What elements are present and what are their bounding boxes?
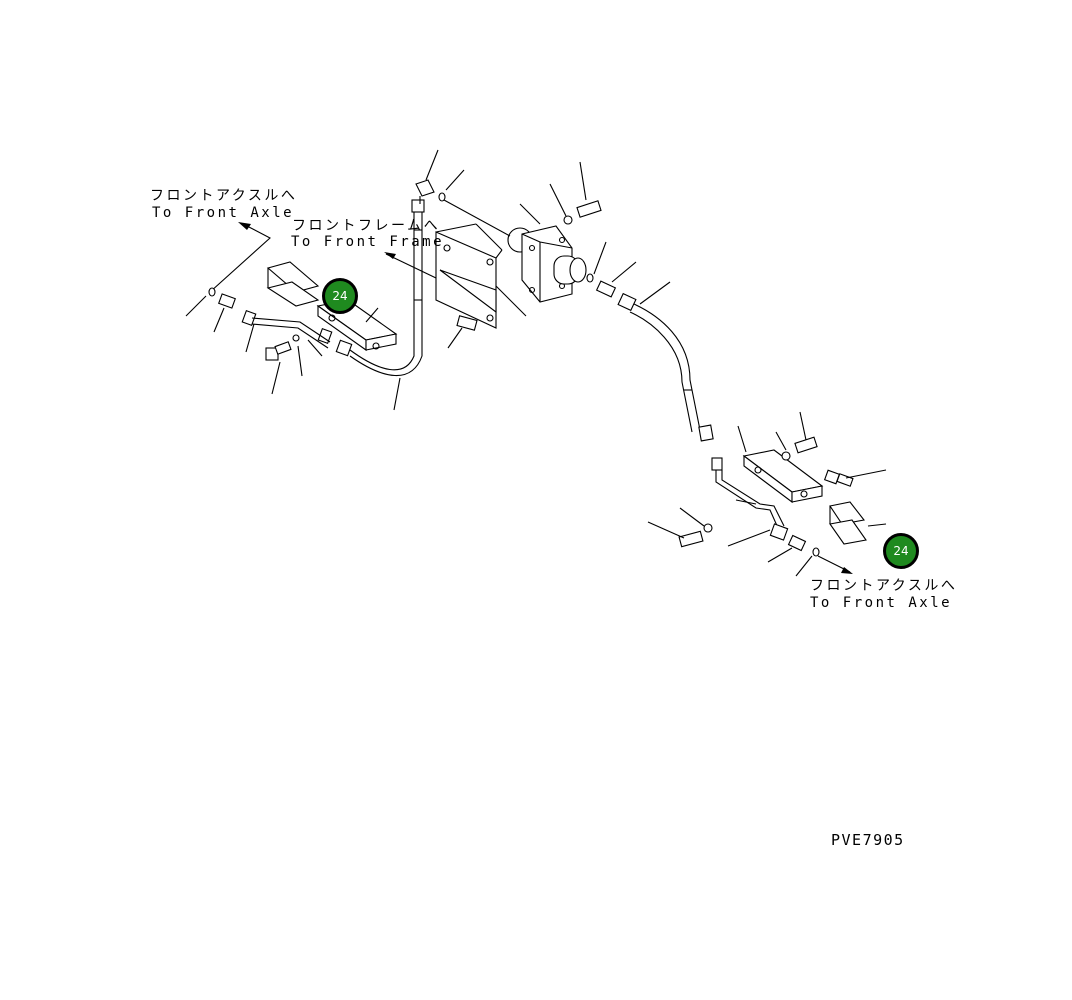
left-hose xyxy=(349,199,425,377)
right-fittings xyxy=(781,436,854,557)
right-mounting-plate xyxy=(742,449,824,504)
callout-badge-24-left[interactable]: 24 xyxy=(322,278,358,314)
drawing-code: PVE7905 xyxy=(831,831,905,849)
left-fittings xyxy=(208,287,353,361)
arrow-front-axle-right xyxy=(817,555,853,574)
label-front-axle-left-jp: フロントアクスルへ xyxy=(150,188,298,204)
right-tube xyxy=(678,457,789,548)
valve-mounting-bracket xyxy=(435,223,503,329)
label-front-axle-left-en: To Front Axle xyxy=(152,205,295,221)
valve-body xyxy=(443,199,587,303)
arrow-front-frame xyxy=(384,252,437,279)
leader-lines xyxy=(185,149,887,577)
left-clamp-bracket xyxy=(266,261,320,307)
left-tube xyxy=(251,317,331,349)
label-front-axle-right-jp: フロントアクスルへ xyxy=(810,578,958,594)
elbow-fitting xyxy=(415,179,446,204)
valve-fittings xyxy=(456,200,617,331)
label-front-axle-right-en: To Front Axle xyxy=(810,595,953,611)
arrow-front-axle-left xyxy=(209,222,271,293)
right-clamp-bracket xyxy=(829,501,867,545)
callout-badge-24-right[interactable]: 24 xyxy=(883,533,919,569)
label-front-frame-jp: フロントフレームへ xyxy=(292,218,441,234)
label-front-frame-en: To Front Frame xyxy=(291,234,445,250)
right-hose xyxy=(617,292,714,442)
